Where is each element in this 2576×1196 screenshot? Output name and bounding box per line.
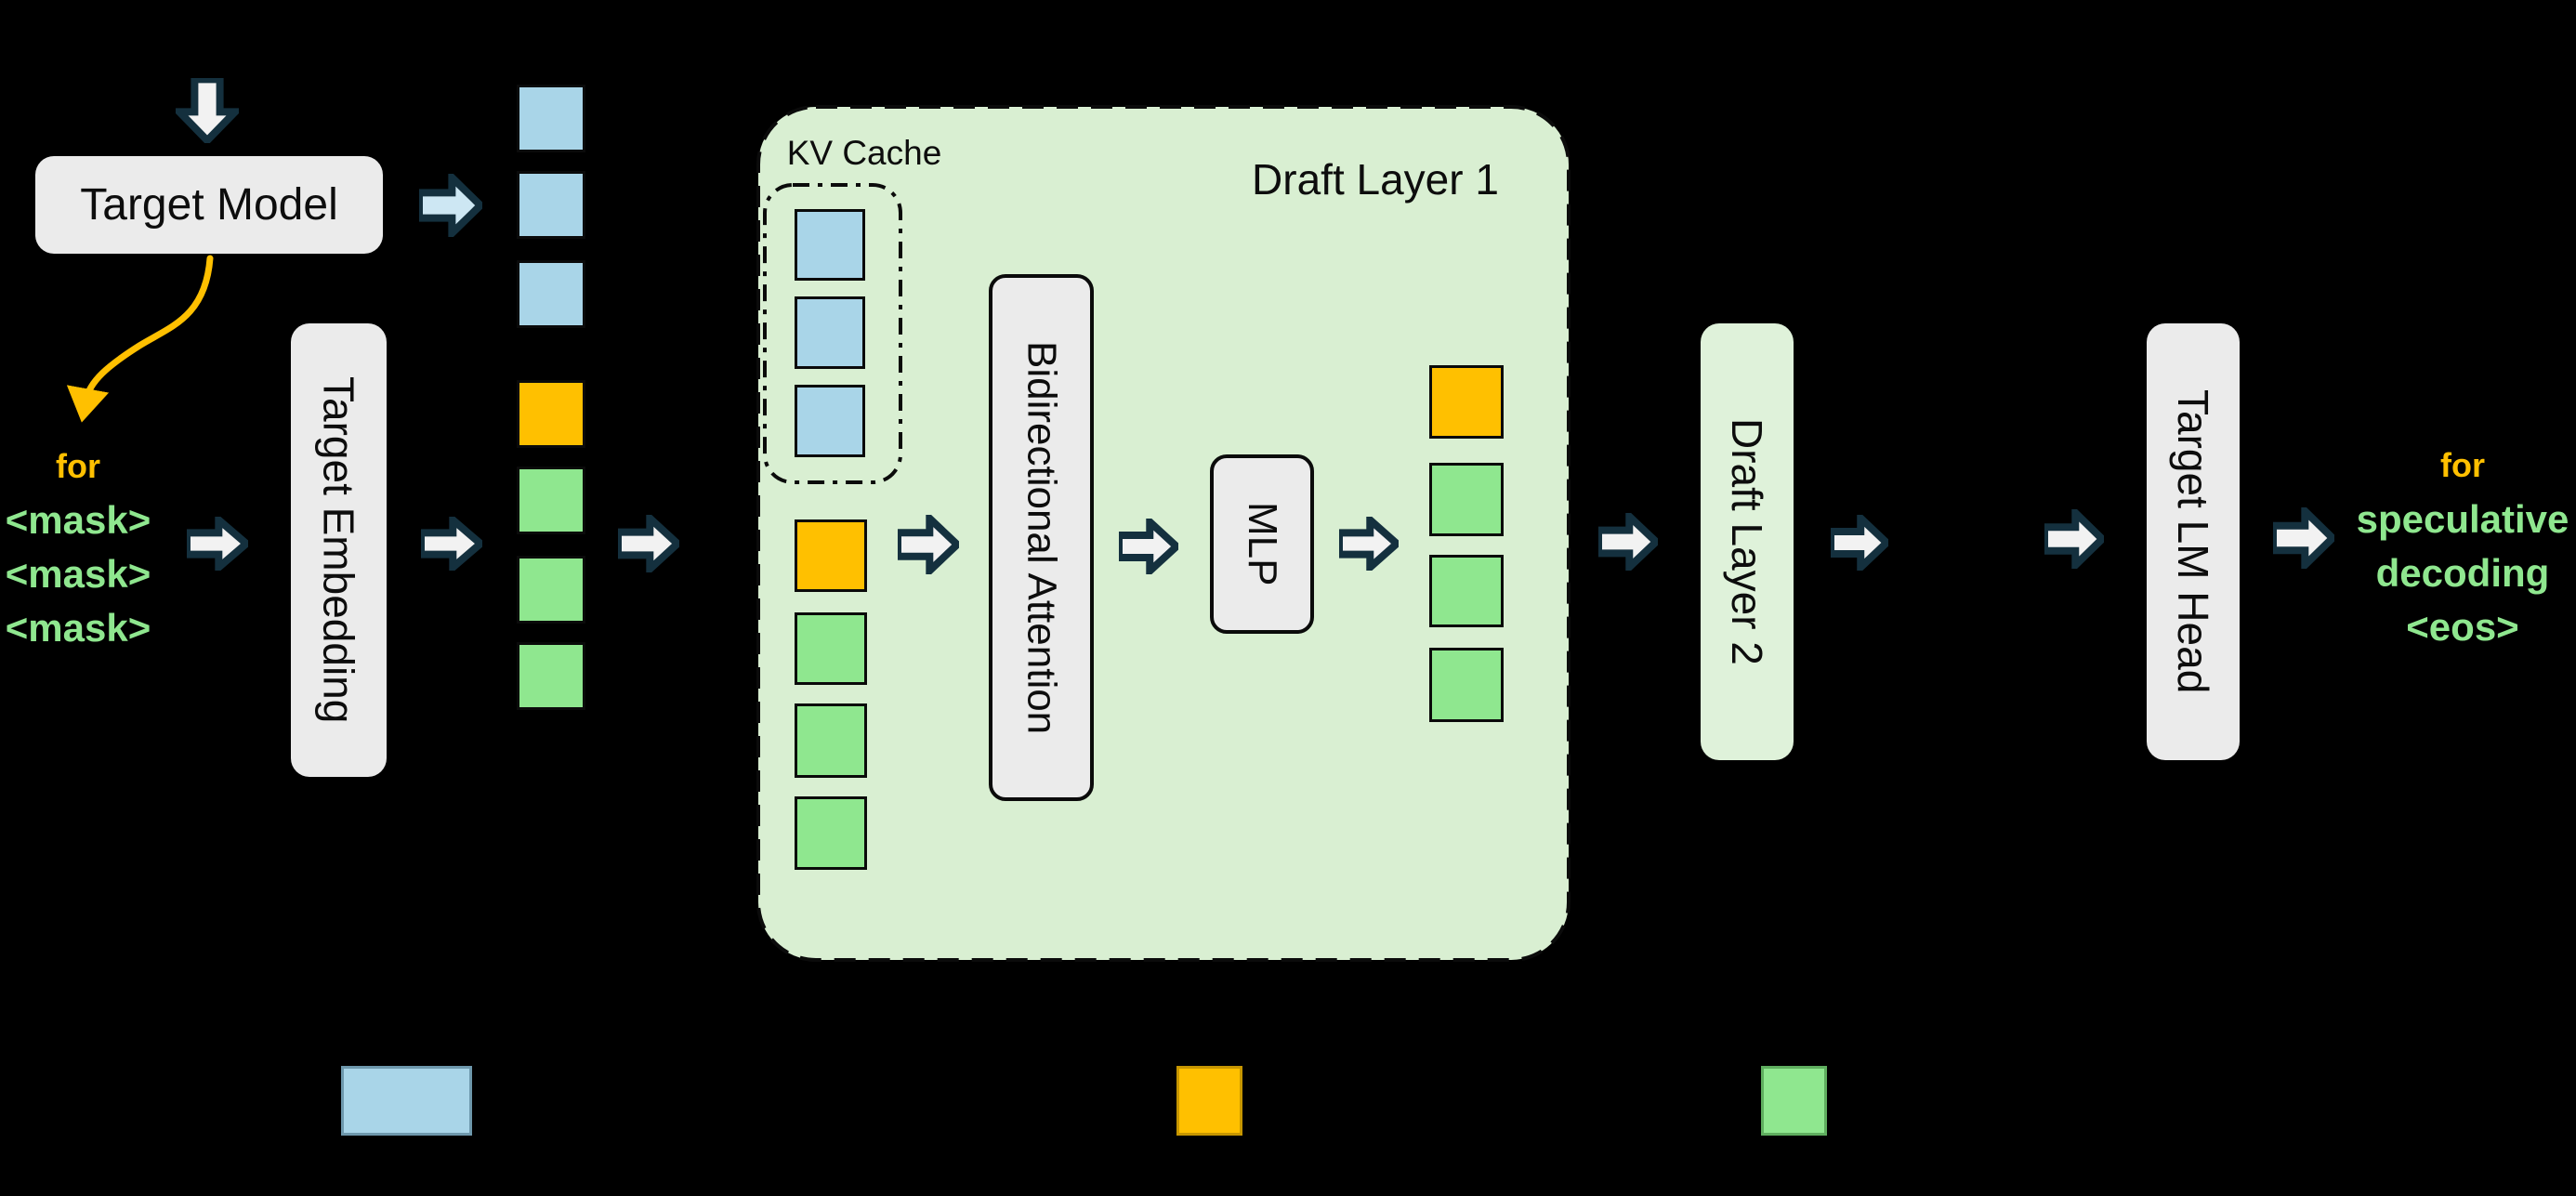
target-hidden-state-1 bbox=[517, 85, 585, 152]
arrow-input-to-attention-icon bbox=[898, 515, 959, 574]
kv-cache-label: KV Cache bbox=[786, 134, 942, 172]
target-model-output-arrow-icon bbox=[419, 174, 482, 237]
legend-swatch-orange bbox=[1176, 1066, 1242, 1136]
output-token-for: for bbox=[2440, 446, 2485, 484]
input-prompt-block: for <mask> <mask> <mask> bbox=[0, 440, 156, 655]
kv-cache-outline bbox=[763, 183, 902, 484]
draft-input-for bbox=[795, 519, 867, 592]
arrow-embedding-to-tokens-icon bbox=[421, 517, 482, 571]
mlp-box: MLP bbox=[1210, 454, 1314, 634]
embedded-token-mask-1 bbox=[517, 467, 585, 534]
mlp-label: MLP bbox=[1240, 502, 1285, 586]
target-model-label: Target Model bbox=[80, 180, 338, 230]
draft-output-mask-1 bbox=[1429, 463, 1504, 536]
arrow-into-lm-head-icon bbox=[2044, 509, 2104, 569]
target-model-to-prompt-arrow bbox=[66, 255, 214, 423]
input-token-mask-2: <mask> bbox=[5, 552, 151, 596]
legend-swatch-green bbox=[1761, 1066, 1827, 1136]
output-token-speculative: speculative bbox=[2356, 497, 2569, 541]
kv-cache-token-3 bbox=[795, 385, 865, 457]
embedded-token-mask-2 bbox=[517, 556, 585, 624]
arrow-input-to-embedding-icon bbox=[187, 517, 248, 571]
target-hidden-state-3 bbox=[517, 260, 585, 328]
output-prediction-block: for speculative decoding <eos> bbox=[2319, 439, 2576, 654]
arrow-mlp-to-output-icon bbox=[1339, 517, 1399, 571]
kv-cache-token-2 bbox=[795, 296, 865, 369]
draft-output-mask-3 bbox=[1429, 648, 1504, 722]
draft-output-for bbox=[1429, 365, 1504, 439]
draft-layer-2-label: Draft Layer 2 bbox=[1723, 418, 1771, 665]
input-token-mask-1: <mask> bbox=[5, 498, 151, 542]
draft-output-mask-2 bbox=[1429, 555, 1504, 627]
bidirectional-attention-label: Bidirectional Attention bbox=[1019, 340, 1065, 735]
bidirectional-attention-box: Bidirectional Attention bbox=[989, 274, 1094, 801]
target-lm-head-label: Target LM Head bbox=[2169, 389, 2217, 694]
arrow-tokens-to-draft-layer-1-icon bbox=[618, 515, 679, 572]
input-token-for: for bbox=[56, 447, 100, 485]
target-embedding-label: Target Embedding bbox=[314, 376, 363, 724]
target-hidden-state-2 bbox=[517, 171, 585, 239]
embedded-token-mask-3 bbox=[517, 642, 585, 710]
output-token-eos: <eos> bbox=[2406, 605, 2519, 649]
input-token-mask-3: <mask> bbox=[5, 606, 151, 650]
output-token-decoding: decoding bbox=[2375, 551, 2550, 595]
input-arrow-down-icon bbox=[176, 78, 239, 143]
target-embedding-box: Target Embedding bbox=[291, 323, 387, 777]
draft-input-mask-1 bbox=[795, 612, 867, 685]
arrow-draft-layer-2-out-icon bbox=[1831, 515, 1888, 571]
draft-input-mask-3 bbox=[795, 796, 867, 870]
target-lm-head-box: Target LM Head bbox=[2147, 323, 2240, 760]
draft-input-mask-2 bbox=[795, 703, 867, 778]
legend-swatch-blue bbox=[341, 1066, 472, 1136]
draft-layer-2-box: Draft Layer 2 bbox=[1701, 323, 1794, 760]
target-model-box: Target Model bbox=[35, 156, 383, 254]
arrow-lm-head-to-output-icon bbox=[2273, 507, 2334, 569]
embedded-token-for bbox=[517, 380, 585, 448]
kv-cache-token-1 bbox=[795, 209, 865, 281]
arrow-attention-to-mlp-icon bbox=[1119, 519, 1178, 574]
draft-layer-1-label: Draft Layer 1 bbox=[1252, 155, 1499, 204]
arrow-draft-layer-1-to-draft-layer-2-icon bbox=[1598, 513, 1658, 571]
